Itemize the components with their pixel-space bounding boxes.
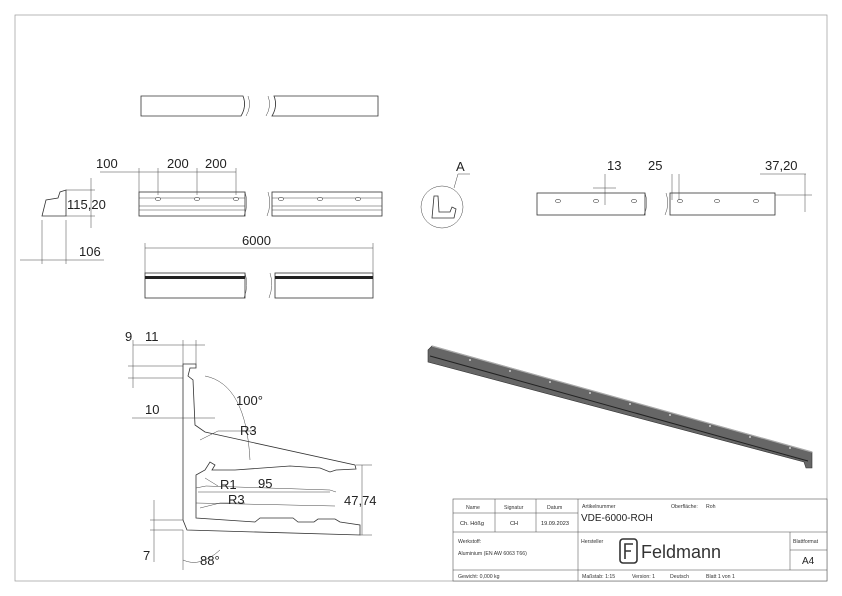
- front-hole: [317, 197, 323, 201]
- detail-label: A: [456, 159, 465, 174]
- front-hole: [194, 197, 200, 201]
- tb-date-value: 19.09.2023: [541, 521, 569, 527]
- dim-115-20: 115,20: [67, 197, 106, 212]
- tb-signature-value: CH: [510, 521, 518, 527]
- right-hole: [593, 199, 599, 203]
- tb-scale: Maßstab: 1:15: [582, 574, 615, 580]
- isometric-view: [427, 345, 813, 469]
- tb-surface-value: Roh: [706, 504, 716, 510]
- dim-100: 100: [96, 156, 118, 171]
- front-hole: [355, 197, 361, 201]
- front-view: 100 200 200: [96, 156, 383, 217]
- dim-106: 106: [79, 244, 101, 259]
- dim-200: 200: [167, 156, 189, 171]
- title-block: Name Signatur Datum Artikelnummer Oberfl…: [452, 498, 828, 582]
- tb-manufacturer-label: Hersteller: [581, 539, 603, 545]
- tb-name-label: Name: [466, 505, 480, 511]
- tb-format-value: A4: [802, 556, 815, 567]
- radius-r1: R1: [220, 477, 237, 492]
- cross-section: 9 11 100° 10 R3 R1 95 R3 47,74 7 88°: [125, 329, 377, 570]
- dim-37-20: 37,20: [765, 158, 798, 173]
- tb-version: Version: 1: [632, 574, 655, 580]
- tb-name-value: Ch. Hößg: [460, 521, 484, 527]
- front-hole: [278, 197, 284, 201]
- dim-10: 10: [145, 402, 159, 417]
- bottom-view: 6000: [144, 233, 374, 299]
- dim-7: 7: [143, 548, 150, 563]
- dim-100-degrees: 100°: [236, 393, 263, 408]
- tb-surface-label: Oberfläche:: [671, 504, 698, 510]
- tb-article-value: VDE-6000-ROH: [581, 513, 653, 524]
- dim-88-degrees: 88°: [200, 553, 220, 568]
- tb-material-label: Werkstoff:: [458, 539, 481, 545]
- brand-name: Feldmann: [641, 542, 721, 562]
- iso-holes: [469, 359, 791, 449]
- feldmann-logo-icon: [619, 538, 638, 564]
- tb-weight: Gewicht: 0,000 kg: [458, 574, 500, 580]
- dim-200: 200: [205, 156, 227, 171]
- right-hole: [714, 199, 720, 203]
- tb-sheet: Blatt 1 von 1: [706, 574, 735, 580]
- right-hole: [753, 199, 759, 203]
- tb-article-label: Artikelnummer: [582, 504, 616, 510]
- dim-95: 95: [258, 476, 272, 491]
- dim-6000: 6000: [242, 233, 271, 248]
- radius-r3: R3: [240, 423, 257, 438]
- dim-47-74: 47,74: [344, 493, 377, 508]
- tb-material-value: Aluminium (EN AW 6063 T66): [458, 551, 527, 557]
- right-hole: [677, 199, 683, 203]
- tb-format-label: Blattformat: [793, 539, 819, 545]
- right-hole: [555, 199, 561, 203]
- side-profile-small: 115,20 106: [20, 178, 106, 264]
- dim-25: 25: [648, 158, 662, 173]
- sheet-frame: [14, 14, 828, 582]
- dim-9: 9: [125, 329, 132, 344]
- right-view: 13 25 37,20: [536, 158, 812, 216]
- detail-a: A: [420, 159, 470, 229]
- radius-r3-lower: R3: [228, 492, 245, 507]
- tb-language: Deutsch: [670, 574, 689, 580]
- tb-signature-label: Signatur: [504, 505, 524, 511]
- top-view: [140, 95, 379, 117]
- tb-date-label: Datum: [547, 505, 562, 511]
- front-hole: [233, 197, 239, 201]
- dim-11: 11: [145, 329, 159, 344]
- right-hole: [631, 199, 637, 203]
- dim-13: 13: [607, 158, 621, 173]
- front-hole: [155, 197, 161, 201]
